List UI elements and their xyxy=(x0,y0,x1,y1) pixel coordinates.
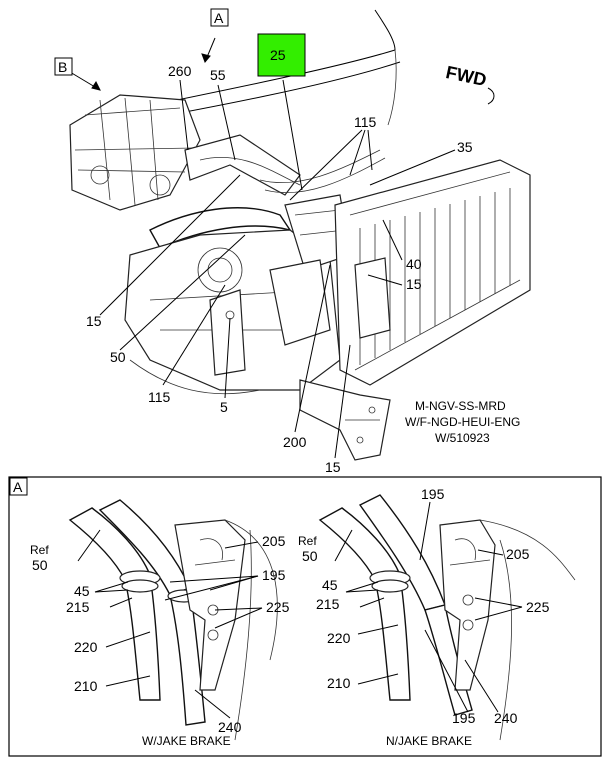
detail-a-tag-box xyxy=(9,477,28,496)
right-label-195-top: 195 xyxy=(421,486,445,502)
left-label-240: 240 xyxy=(218,719,242,735)
right-label-195-bottom: 195 xyxy=(452,710,476,726)
label-115-top: 115 xyxy=(354,114,377,130)
right-caption: N/JAKE BRAKE xyxy=(386,734,472,748)
label-40: 40 xyxy=(406,256,422,272)
callout-a-box xyxy=(210,8,229,27)
engine-assembly-illustration xyxy=(69,9,531,461)
right-label-225: 225 xyxy=(526,599,550,615)
callout-b-label: B xyxy=(58,59,67,75)
left-ref-num: 50 xyxy=(32,557,48,573)
label-50: 50 xyxy=(110,349,126,365)
note-line-1: M-NGV-SS-MRD xyxy=(415,399,506,413)
left-label-205: 205 xyxy=(262,533,286,549)
label-5: 5 xyxy=(220,399,228,415)
right-label-215: 215 xyxy=(316,596,340,612)
fwd-label: FWD xyxy=(444,62,488,90)
label-55: 55 xyxy=(210,67,226,83)
main-leader-lines xyxy=(69,37,456,459)
label-15-left: 15 xyxy=(86,313,102,329)
note-line-3: W/510923 xyxy=(435,431,490,445)
left-ref-label: Ref xyxy=(30,543,49,557)
detail-right-leaders xyxy=(334,501,523,713)
detail-left-leaders xyxy=(77,529,263,719)
callout-a-label: A xyxy=(214,10,224,26)
label-15-bottom: 15 xyxy=(325,459,341,475)
left-label-45: 45 xyxy=(74,583,90,599)
label-260: 260 xyxy=(168,63,192,79)
right-ref-label: Ref xyxy=(298,534,317,548)
label-25: 25 xyxy=(270,47,286,63)
detail-right-illustration xyxy=(318,494,576,741)
right-ref-num: 50 xyxy=(302,548,318,564)
right-label-45: 45 xyxy=(322,577,338,593)
left-label-225: 225 xyxy=(266,599,290,615)
left-label-210: 210 xyxy=(74,678,98,694)
right-label-210: 210 xyxy=(327,675,351,691)
label-15-right: 15 xyxy=(406,276,422,292)
note-line-2: W/F-NGD-HEUI-ENG xyxy=(405,415,520,429)
left-label-195: 195 xyxy=(262,567,286,583)
left-label-220: 220 xyxy=(74,639,98,655)
detail-a-title: A xyxy=(13,479,23,495)
fwd-arrow-icon xyxy=(487,87,495,105)
right-label-220: 220 xyxy=(327,630,351,646)
left-caption: W/JAKE BRAKE xyxy=(142,734,231,748)
left-label-215: 215 xyxy=(66,599,90,615)
label-200: 200 xyxy=(283,434,307,450)
right-label-205: 205 xyxy=(506,546,530,562)
highlight-box-25 xyxy=(257,33,306,77)
label-115-bottom: 115 xyxy=(148,389,171,405)
right-label-240: 240 xyxy=(494,710,518,726)
callout-b-box xyxy=(54,57,73,76)
label-35: 35 xyxy=(457,139,473,155)
